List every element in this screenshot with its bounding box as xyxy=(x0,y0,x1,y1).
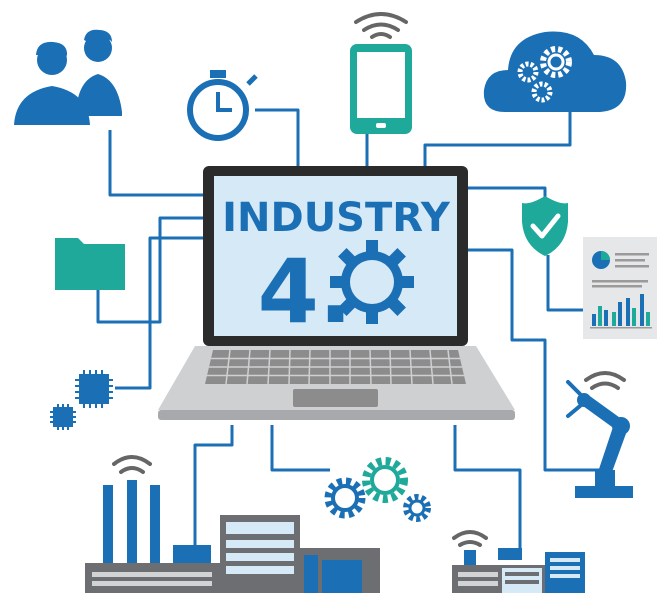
robot-arm-icon xyxy=(566,371,633,498)
chip-icon xyxy=(50,370,113,430)
report-chart-icon xyxy=(583,237,657,339)
wifi-icon xyxy=(452,530,488,547)
screen-title-version: 4. xyxy=(258,240,353,343)
gears-icon xyxy=(324,457,431,522)
plant-icon xyxy=(452,530,585,593)
tablet-icon xyxy=(350,44,412,134)
users-icon xyxy=(14,29,122,125)
laptop: INDUSTRY 4. xyxy=(158,166,515,420)
connection-lines xyxy=(96,108,600,555)
folder-icon xyxy=(55,238,125,290)
trackpad xyxy=(293,389,378,407)
wifi-icon xyxy=(354,12,408,39)
wifi-icon xyxy=(584,371,626,390)
laptop-screen xyxy=(214,176,457,336)
gear-icon xyxy=(330,240,414,324)
shield-check-icon xyxy=(522,196,568,256)
cloud-gears-icon xyxy=(483,31,627,112)
factory-icon xyxy=(85,455,380,593)
wifi-icon xyxy=(112,455,152,474)
stopwatch-icon xyxy=(187,70,258,141)
screen-title-industry: INDUSTRY xyxy=(222,195,451,241)
